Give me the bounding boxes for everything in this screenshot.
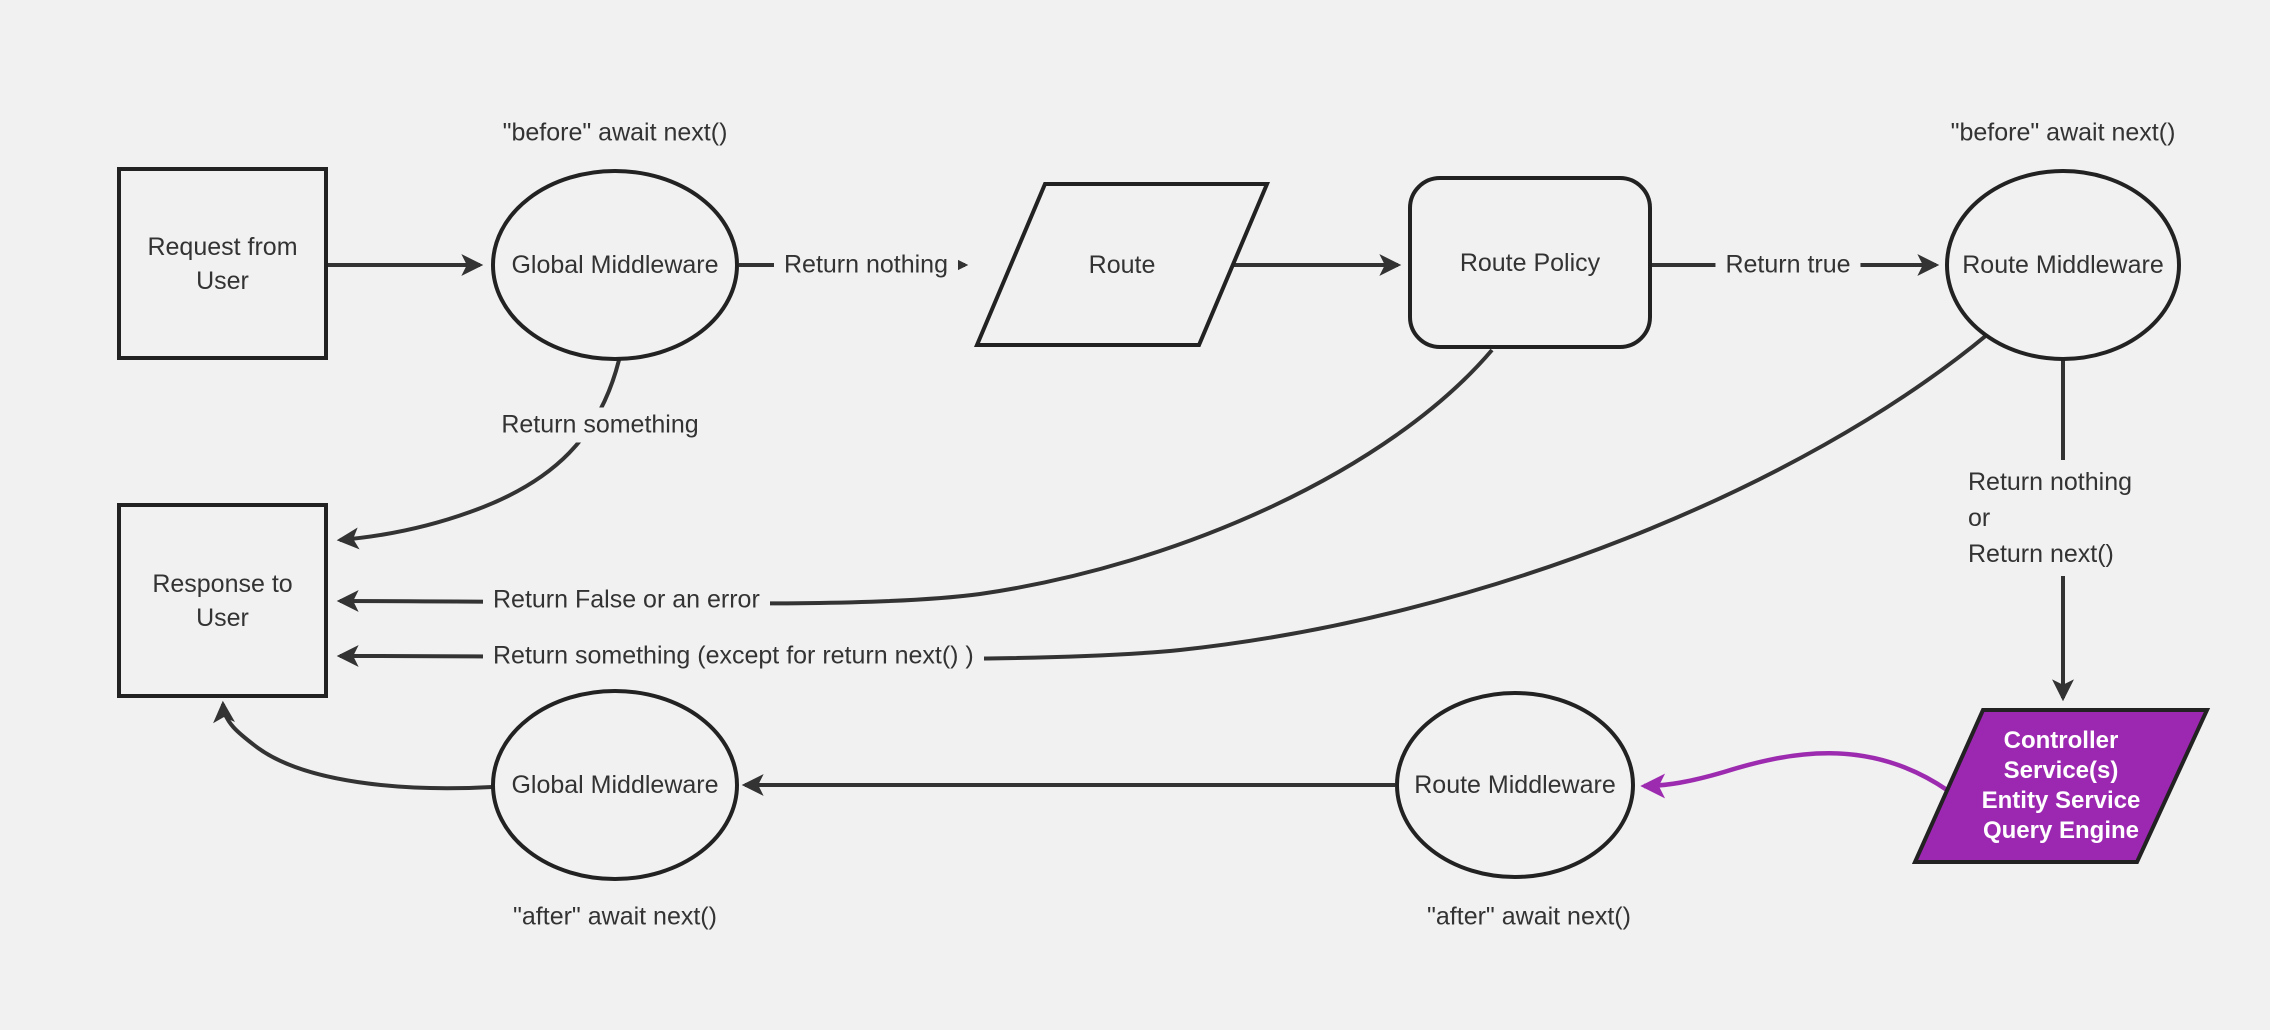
global-middleware-bottom-label: Global Middleware: [511, 771, 719, 799]
route-middleware-top-shape: [1945, 169, 2181, 361]
response-to-user-label: Response to User: [152, 569, 293, 632]
return-nothing-or-next-label: Return nothing or Return next(): [1962, 460, 2139, 576]
after-await-next-route-label: "after" await next(): [1427, 902, 1631, 931]
after-await-next-global-label: "after" await next(): [513, 902, 717, 931]
edge-global-mw-bottom-to-response: [213, 700, 493, 791]
route-middleware-bottom-label: Route Middleware: [1414, 771, 1616, 799]
controller-line-2: Service(s): [2003, 757, 2119, 784]
route-middleware-bottom-shape: [1395, 691, 1635, 879]
edge-controller-to-route-mw-bottom: [1640, 751, 1949, 799]
route-shape: [973, 182, 1271, 347]
edge-route-policy-return-false-to-response: [336, 348, 1494, 613]
edge-global-mw-return-something-to-response: [336, 359, 621, 550]
controller-line-4: Query Engine: [1982, 817, 2140, 844]
controller-services-shape: [1911, 708, 2211, 864]
return-nothing-or-line-1: Return nothing: [1968, 468, 2133, 496]
global-middleware-top-label: Global Middleware: [511, 251, 719, 279]
global-middleware-bottom-shape: [491, 689, 739, 881]
route-policy-shape: [1408, 176, 1652, 349]
controller-services-label: Controller Service(s) Entity Service Que…: [1915, 710, 2207, 862]
return-something-except-label: Return something (except for return next…: [483, 638, 984, 674]
return-nothing-or-line-2: or: [1968, 504, 1991, 532]
return-nothing-or-line-3: Return next(): [1968, 540, 2114, 568]
return-true-label: Return true: [1715, 247, 1861, 283]
controller-line-3: Entity Service: [1981, 787, 2141, 814]
request-from-user-shape: [117, 167, 328, 360]
return-nothing-label: Return nothing: [773, 247, 959, 283]
return-something-label: Return something: [491, 407, 709, 443]
return-false-or-error-label: Return False or an error: [483, 582, 770, 618]
request-from-user-label: Request from User: [147, 232, 298, 295]
route-policy-label: Route Policy: [1459, 248, 1601, 277]
before-await-next-route-label: "before" await next(): [1950, 118, 2176, 147]
global-middleware-top-shape: [491, 169, 739, 361]
before-await-next-global-label: "before" await next(): [502, 118, 728, 147]
controller-line-1: Controller: [2003, 727, 2119, 754]
response-to-user-shape: [117, 503, 328, 698]
route-middleware-top-label: Route Middleware: [1962, 251, 2164, 279]
route-label: Route: [1088, 250, 1156, 279]
